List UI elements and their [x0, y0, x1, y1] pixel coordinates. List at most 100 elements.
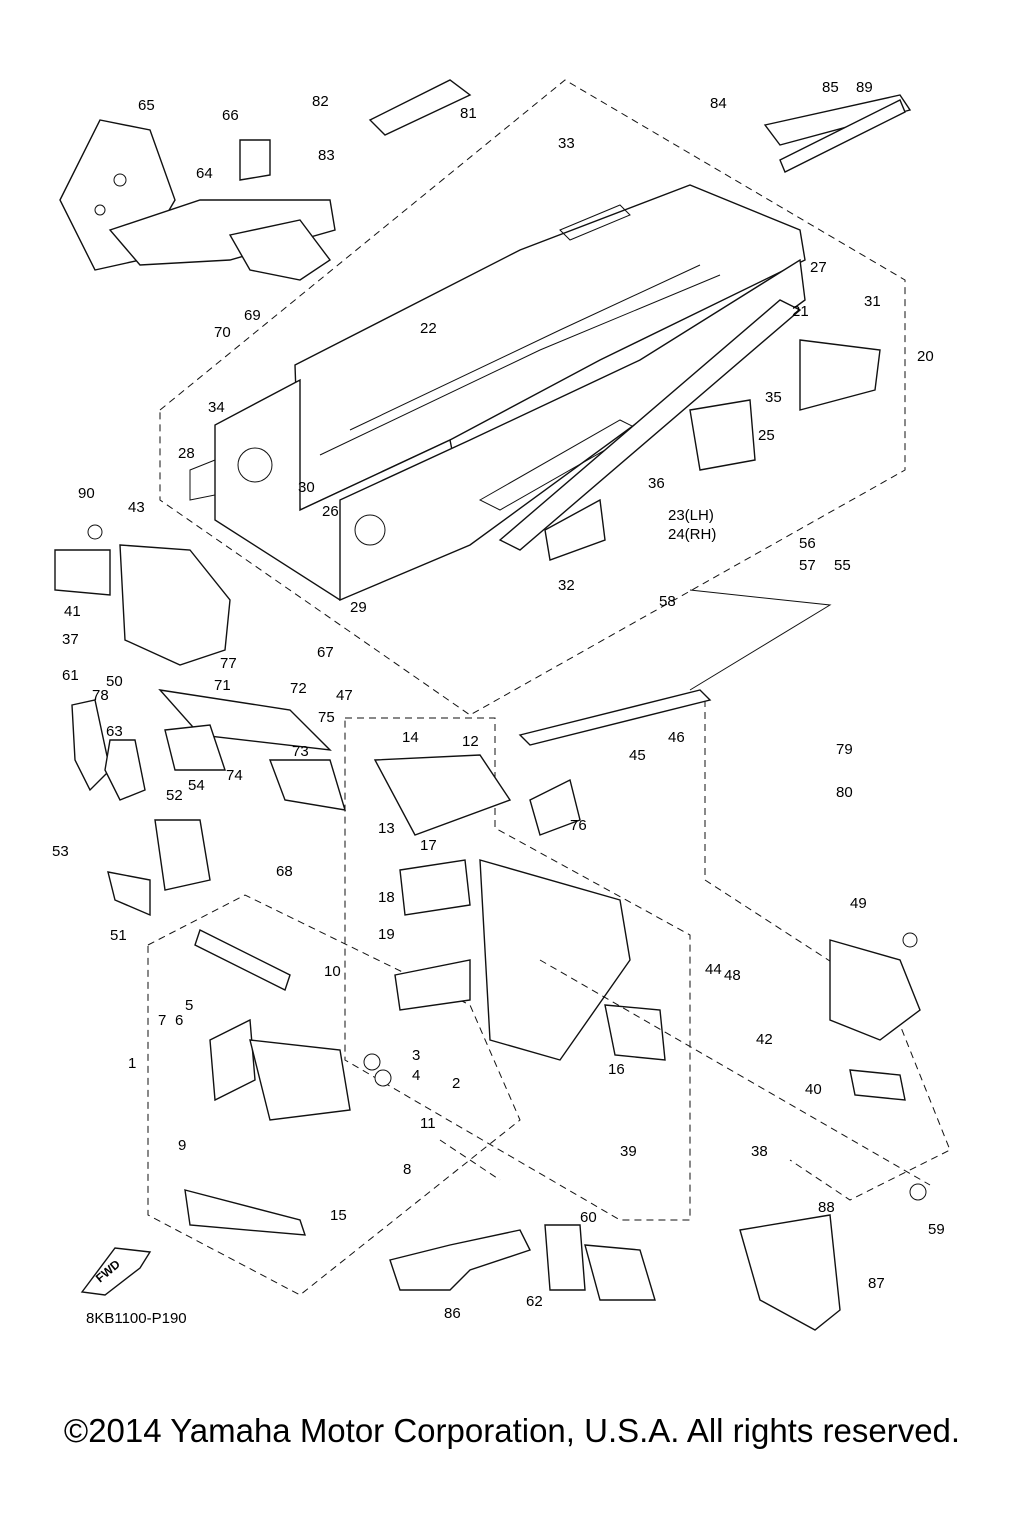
callout-10: 10: [324, 963, 341, 980]
callout-70: 70: [214, 324, 231, 341]
callout-40: 40: [805, 1081, 822, 1098]
callout-60: 60: [580, 1209, 597, 1226]
guide-line-a: [439, 1139, 501, 1181]
callout-76: 76: [570, 817, 587, 834]
callout-3: 3: [412, 1047, 420, 1064]
callout-48: 48: [724, 967, 741, 984]
callout-66: 66: [222, 107, 239, 124]
callout-38: 38: [751, 1143, 768, 1160]
callout-22: 22: [420, 320, 437, 337]
callout-69: 69: [244, 307, 261, 324]
callout-57: 57: [799, 557, 816, 574]
bottom-parts: [389, 1183, 927, 1331]
callout-29: 29: [350, 599, 367, 616]
callout-34: 34: [208, 399, 225, 416]
group-outline-1: [147, 894, 521, 1296]
callout-55: 55: [834, 557, 851, 574]
callout-7: 7: [158, 1012, 166, 1029]
callout-6: 6: [175, 1012, 183, 1029]
callout-28: 28: [178, 445, 195, 462]
callout-23lh: 23(LH): [668, 507, 714, 524]
callout-5: 5: [185, 997, 193, 1014]
callout-74: 74: [226, 767, 243, 784]
callout-83: 83: [318, 147, 335, 164]
callout-13: 13: [378, 820, 395, 837]
top-parts: [239, 79, 912, 181]
callout-20: 20: [917, 348, 934, 365]
callout-54: 54: [188, 777, 205, 794]
callout-25: 25: [758, 427, 775, 444]
callout-2: 2: [452, 1075, 460, 1092]
callout-62: 62: [526, 1293, 543, 1310]
callout-61: 61: [62, 667, 79, 684]
callout-18: 18: [378, 889, 395, 906]
callout-8: 8: [403, 1161, 411, 1178]
callout-26: 26: [322, 503, 339, 520]
callout-79: 79: [836, 741, 853, 758]
callout-44: 44: [705, 961, 722, 978]
callout-32: 32: [558, 577, 575, 594]
guide-line-b: [539, 959, 931, 1186]
callout-1: 1: [128, 1055, 136, 1072]
callout-58: 58: [659, 593, 676, 610]
callout-27: 27: [810, 259, 827, 276]
callout-73: 73: [292, 743, 309, 760]
callout-64: 64: [196, 165, 213, 182]
callout-63: 63: [106, 723, 123, 740]
callout-67: 67: [317, 644, 334, 661]
callout-75: 75: [318, 709, 335, 726]
callout-24rh: 24(RH): [668, 526, 716, 543]
callout-52: 52: [166, 787, 183, 804]
callout-31: 31: [864, 293, 881, 310]
callout-87: 87: [868, 1275, 885, 1292]
callout-17: 17: [420, 837, 437, 854]
callout-37: 37: [62, 631, 79, 648]
callout-81: 81: [460, 105, 477, 122]
left-guards: [71, 699, 211, 917]
callout-45: 45: [629, 747, 646, 764]
callout-53: 53: [52, 843, 69, 860]
callout-49: 49: [850, 895, 867, 912]
right-side-mount: [829, 932, 921, 1101]
callout-35: 35: [765, 389, 782, 406]
copyright-notice: ©2014 Yamaha Motor Corporation, U.S.A. A…: [63, 1412, 961, 1449]
callout-82: 82: [312, 93, 329, 110]
callout-90: 90: [78, 485, 95, 502]
callout-4: 4: [412, 1067, 420, 1084]
frame-assembly-drawing: 1234567891011121314151617181920212223(LH…: [52, 79, 951, 1331]
callout-41: 41: [64, 603, 81, 620]
callout-46: 46: [668, 729, 685, 746]
callout-42: 42: [756, 1031, 773, 1048]
callout-80: 80: [836, 784, 853, 801]
callout-88: 88: [818, 1199, 835, 1216]
fwd-arrow: FWD: [80, 1247, 152, 1296]
callout-19: 19: [378, 926, 395, 943]
tunnel-frame: [189, 184, 806, 602]
callout-47: 47: [336, 687, 353, 704]
callout-39: 39: [620, 1143, 637, 1160]
callout-68: 68: [276, 863, 293, 880]
callout-16: 16: [608, 1061, 625, 1078]
subframe: [373, 754, 666, 1061]
group-outline-right: [704, 700, 951, 1201]
rear-rail: [518, 589, 832, 836]
callout-33: 33: [558, 135, 575, 152]
callout-86: 86: [444, 1305, 461, 1322]
callout-50: 50: [106, 673, 123, 690]
callout-43: 43: [128, 499, 145, 516]
callout-59: 59: [928, 1221, 945, 1238]
front-lower-assembly: [184, 929, 392, 1236]
callout-71: 71: [214, 677, 231, 694]
callout-84: 84: [710, 95, 727, 112]
callout-36: 36: [648, 475, 665, 492]
rear-rails: [498, 299, 881, 561]
group-outline-37: [344, 717, 691, 1221]
callout-78: 78: [92, 687, 109, 704]
callout-12: 12: [462, 733, 479, 750]
callout-51: 51: [110, 927, 127, 944]
callout-15: 15: [330, 1207, 347, 1224]
upper-front-frame: [59, 119, 336, 281]
callout-21: 21: [792, 303, 809, 320]
diagram-code: 8KB1100-P190: [86, 1310, 187, 1327]
